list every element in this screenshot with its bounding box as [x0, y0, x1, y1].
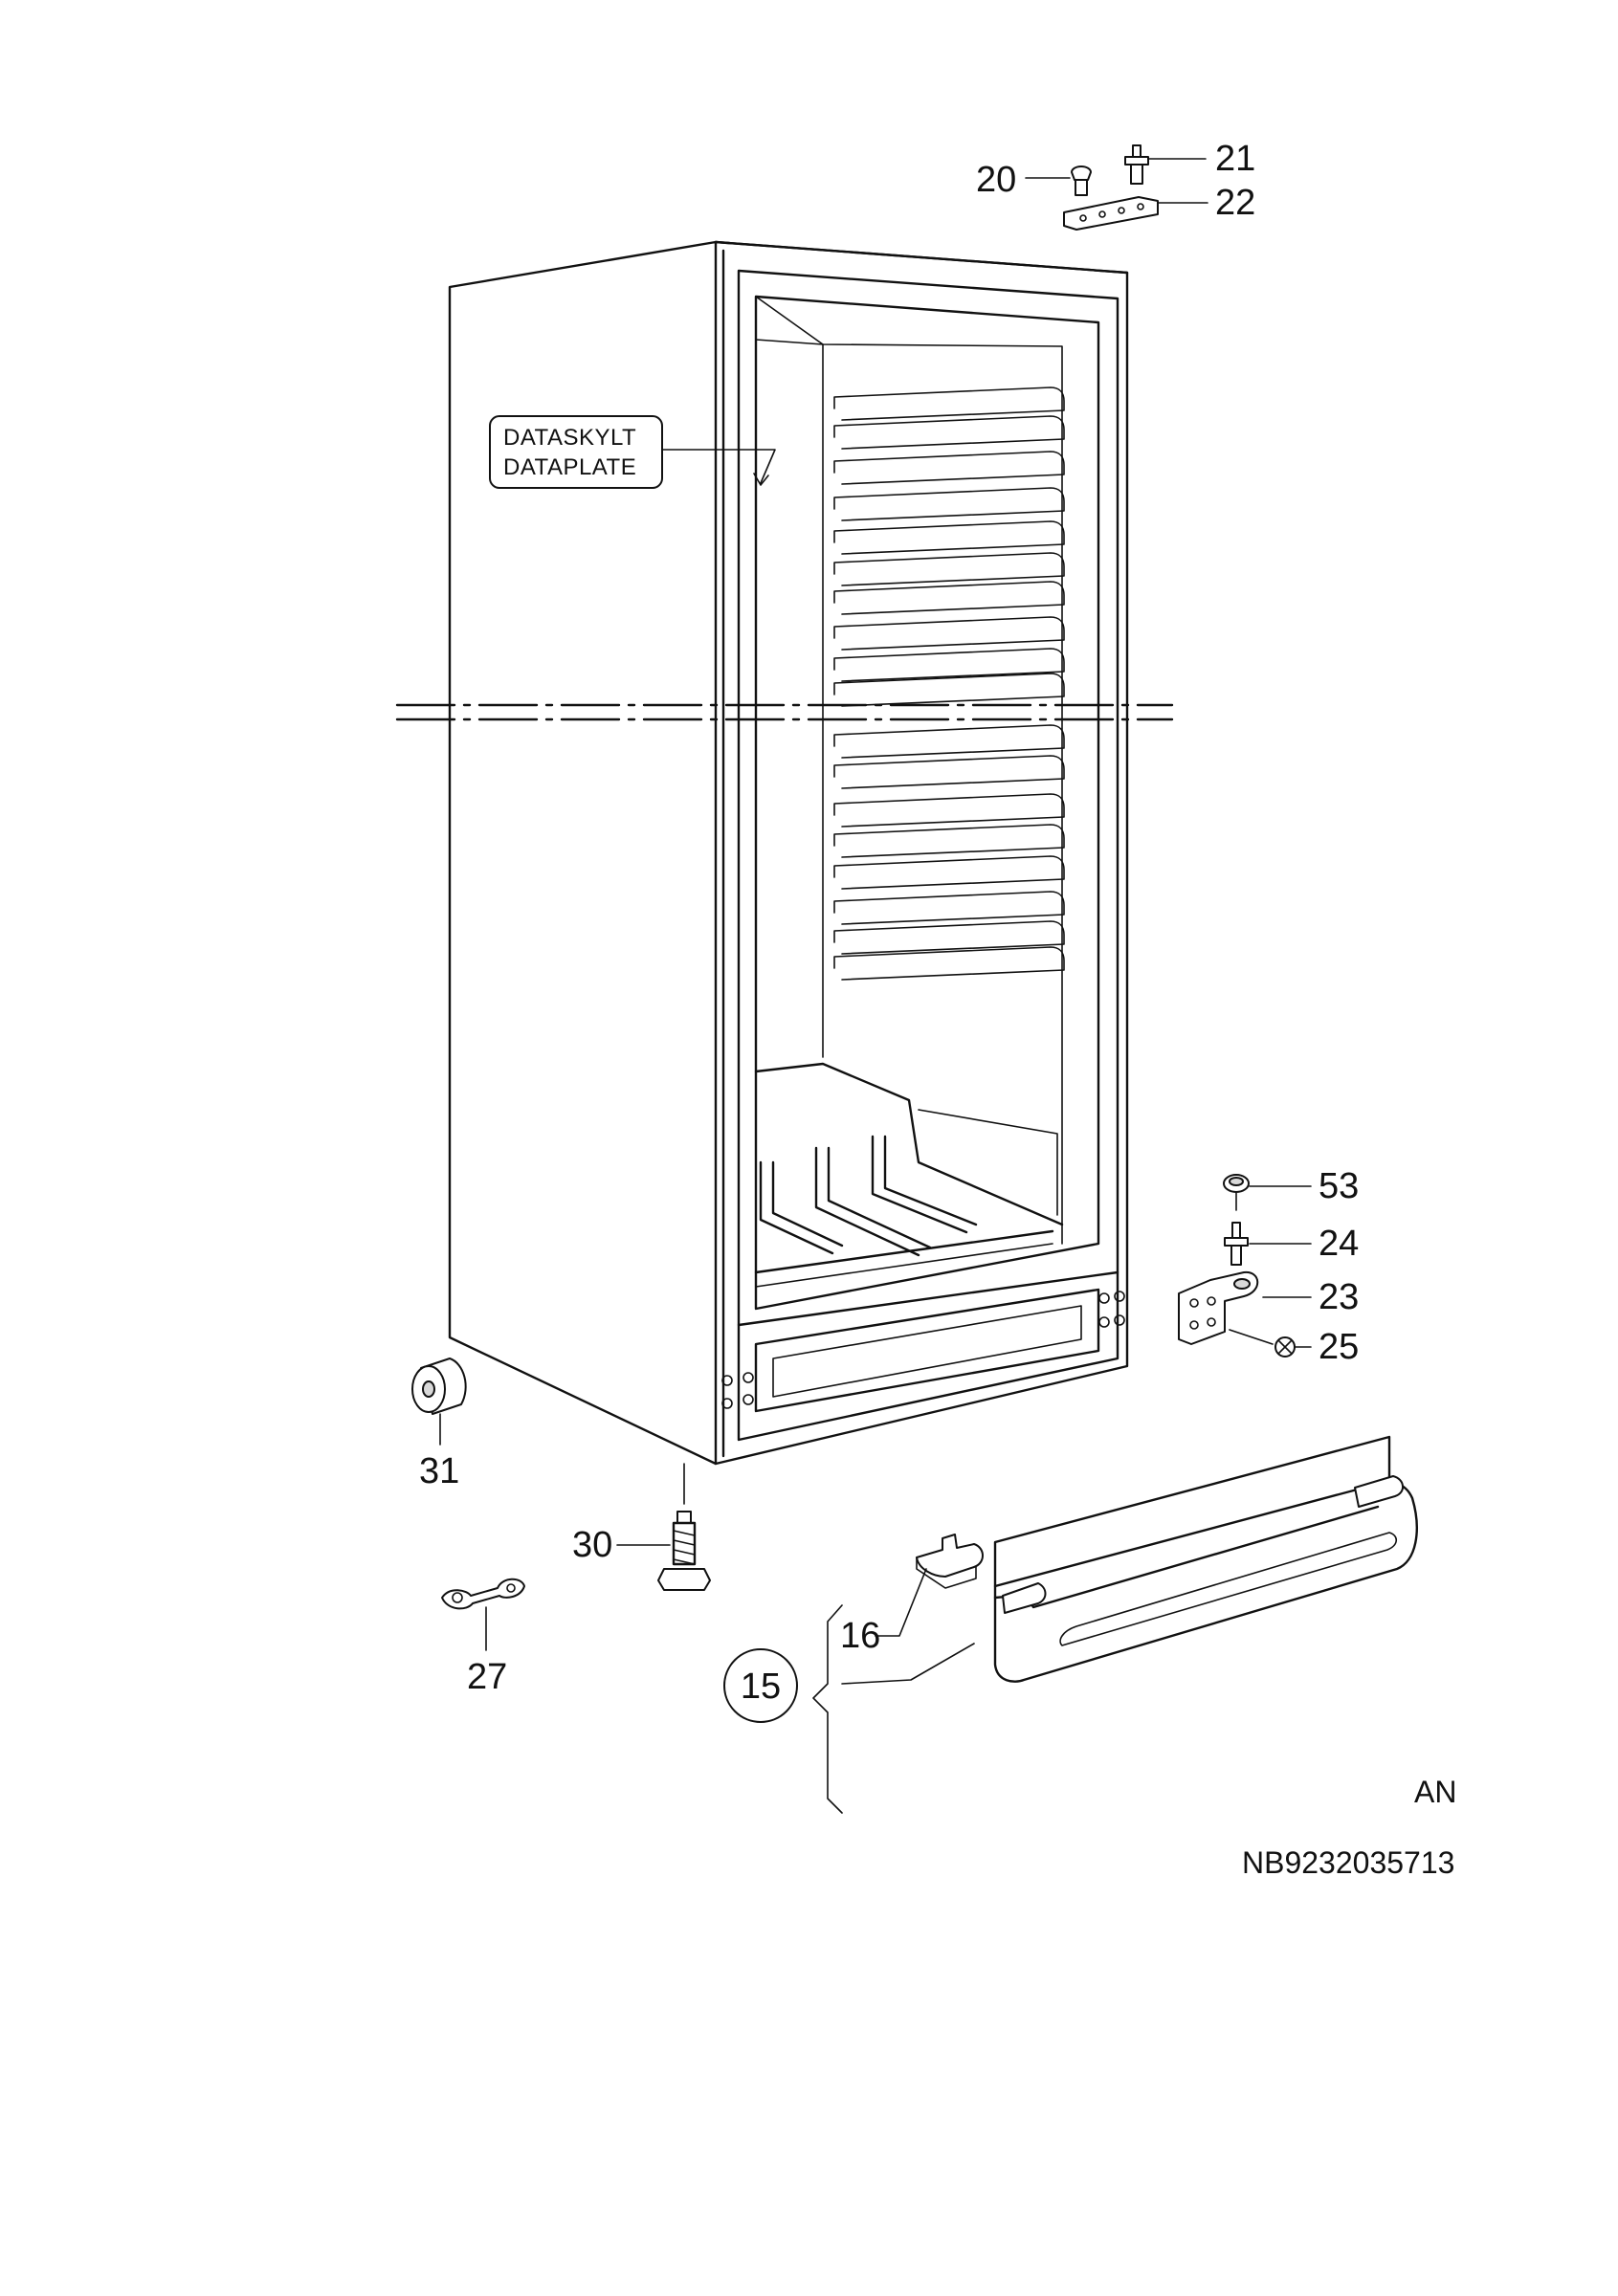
- plinth-assembly-15: [723, 1435, 1418, 1814]
- shelf-rail: [833, 648, 1065, 682]
- top-hinge-group: [1025, 144, 1208, 231]
- part-number-31: 31: [419, 1451, 459, 1491]
- part-number-24: 24: [1319, 1224, 1359, 1264]
- shelf-rail: [833, 487, 1065, 521]
- part-number-27: 27: [467, 1657, 507, 1697]
- data-plate-line2: DATAPLATE: [503, 454, 636, 480]
- shelf-rail: [833, 946, 1065, 981]
- evaporator-tubes: [754, 1062, 1064, 1288]
- shelf-rail: [833, 793, 1065, 828]
- shelf-rail: [833, 520, 1065, 555]
- drawing-number: NB9232035713: [1242, 1845, 1454, 1880]
- part-number-22: 22: [1215, 183, 1255, 223]
- part-number-21: 21: [1215, 139, 1255, 179]
- shelf-rail: [833, 616, 1065, 651]
- part-number-labels: 20 21 22 53 24 23 25 31 30 27 16 15: [419, 139, 1359, 1707]
- bottom-hinge-group: [1178, 1174, 1312, 1358]
- variant-code: AN: [1414, 1775, 1456, 1809]
- wrench-27: [441, 1578, 525, 1651]
- data-plate-line1: DATASKYLT: [503, 425, 636, 451]
- shelf-rail: [833, 451, 1065, 485]
- part-number-15: 15: [741, 1667, 781, 1707]
- shelf-rail: [833, 673, 1065, 707]
- shelf-rail: [833, 920, 1065, 955]
- shelf-rail: [833, 552, 1065, 586]
- shelf-rail: [833, 415, 1065, 450]
- part-number-16: 16: [840, 1616, 880, 1656]
- part-number-30: 30: [572, 1525, 612, 1565]
- refrigerator-cabinet: [448, 240, 1129, 1466]
- shelf-rail: [833, 581, 1065, 615]
- data-plate-callout: DATASKYLT DATAPLATE: [489, 415, 776, 489]
- break-line: [395, 703, 1174, 721]
- shelf-rail: [833, 724, 1065, 759]
- shelf-rail: [833, 891, 1065, 925]
- part-number-25: 25: [1319, 1327, 1359, 1367]
- part-number-53: 53: [1319, 1166, 1359, 1206]
- shelf-rail: [833, 386, 1065, 421]
- shelf-rail: [833, 855, 1065, 890]
- part-number-23: 23: [1319, 1277, 1359, 1317]
- part-number-20: 20: [976, 160, 1016, 200]
- adjustable-foot-30: [616, 1463, 711, 1591]
- shelf-rail: [833, 755, 1065, 789]
- foot-cap-31: [411, 1358, 467, 1446]
- shelf-rails: [833, 386, 1065, 981]
- shelf-rail: [833, 824, 1065, 858]
